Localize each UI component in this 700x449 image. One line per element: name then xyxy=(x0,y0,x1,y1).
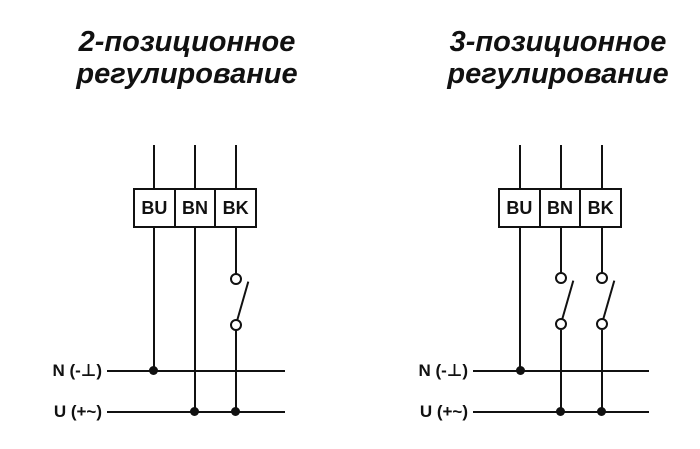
terminal-cell-bn: BN xyxy=(538,190,580,226)
terminal-block: BU BN BK xyxy=(498,188,622,228)
wire-bu xyxy=(153,145,155,371)
switch-contact-top-circle xyxy=(230,273,242,285)
neutral-label: N (-⊥) xyxy=(418,361,468,380)
switch-contact-top-circle-bn xyxy=(555,272,567,284)
switch-contact-top-circle-bk xyxy=(596,272,608,284)
diagram-title: 2-позиционное регулирование xyxy=(57,26,317,90)
wire-bn xyxy=(194,145,196,412)
neutral-label: N (-⊥) xyxy=(52,361,102,380)
diagram-title-line1: 2-позиционное xyxy=(78,26,296,58)
terminal-cell-bu: BU xyxy=(141,197,168,218)
voltage-label: U (+~) xyxy=(53,402,102,421)
diagram-title-line2: регулирование xyxy=(447,58,669,90)
wire-bu xyxy=(519,145,521,371)
junction-dot-n-bu xyxy=(149,366,158,375)
neutral-line xyxy=(473,370,649,372)
switch-contact-bottom-circle-bk xyxy=(596,318,608,330)
terminal-cell-bu: BU xyxy=(506,197,533,218)
diagram-title: 3-позиционное регулирование xyxy=(428,26,688,90)
junction-dot-u-bk xyxy=(597,407,606,416)
switch-blade-bn xyxy=(561,280,575,321)
switch-contact-bottom-circle-bn xyxy=(555,318,567,330)
terminal-cell-bn: BN xyxy=(173,190,215,226)
terminal-cell-bk: BK xyxy=(214,190,255,226)
neutral-line xyxy=(107,370,285,372)
junction-dot-u-bn xyxy=(556,407,565,416)
switch-contact-bottom-circle xyxy=(230,319,242,331)
terminal-block: BU BN BK xyxy=(133,188,257,228)
switch-blade-bk xyxy=(602,280,616,321)
voltage-label: U (+~) xyxy=(419,402,468,421)
junction-dot-u-bn xyxy=(190,407,199,416)
junction-dot-u-bk xyxy=(231,407,240,416)
diagram-title-line2: регулирование xyxy=(76,58,298,90)
junction-dot-n-bu xyxy=(516,366,525,375)
terminal-cell-bk: BK xyxy=(579,190,620,226)
diagram-title-line1: 3-позиционное xyxy=(449,26,667,58)
switch-blade xyxy=(236,281,250,322)
